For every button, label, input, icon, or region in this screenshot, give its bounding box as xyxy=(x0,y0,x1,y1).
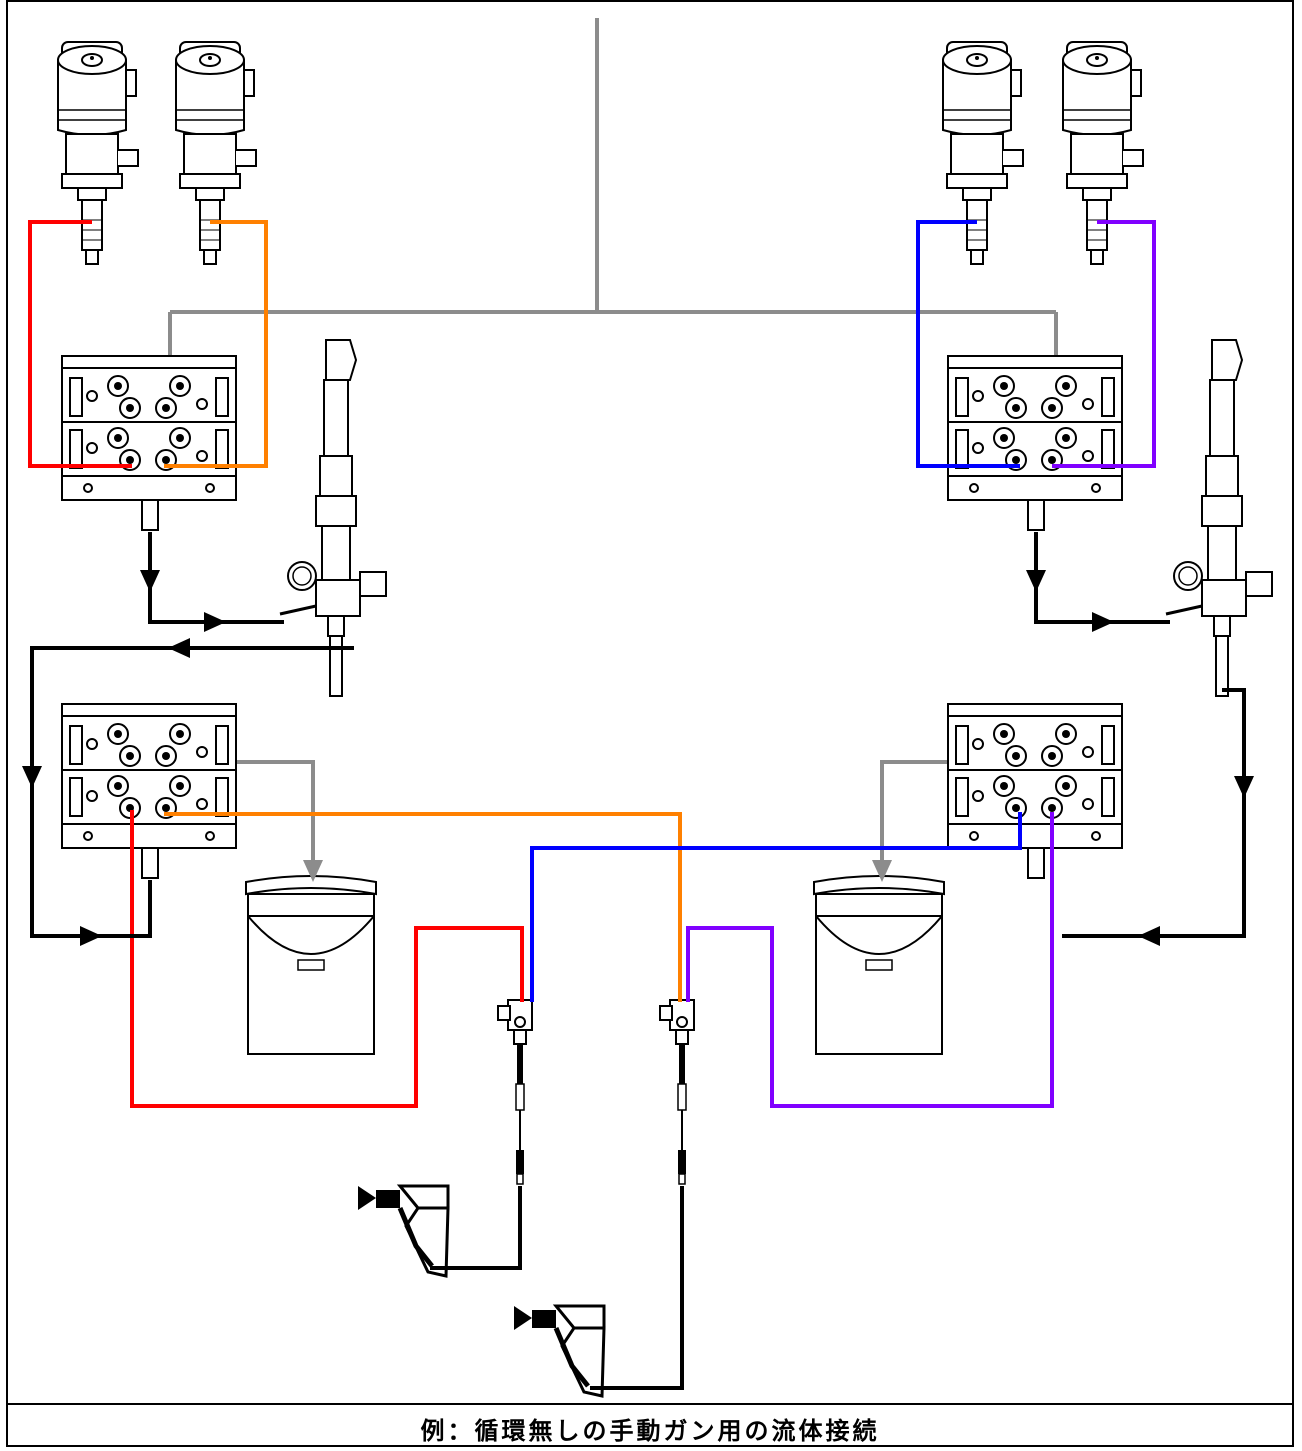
pump-1 xyxy=(57,41,139,265)
orange-line xyxy=(164,220,268,468)
color-change-valve-bottom-left xyxy=(61,703,237,879)
red-line-2 xyxy=(130,810,524,1108)
figure-caption: 例：循環無しの手動ガン用の流体接続 xyxy=(420,1416,880,1445)
blue-line-2 xyxy=(530,812,1022,1002)
black-lines xyxy=(30,532,1246,1390)
pump-4 xyxy=(1062,41,1144,265)
diagram-frame xyxy=(6,0,1294,1447)
gun-manifold-right xyxy=(659,999,695,1185)
color-change-valve-bottom-right xyxy=(947,703,1123,879)
bucket-left xyxy=(245,875,377,1055)
blue-line xyxy=(916,220,1020,468)
regulator-right xyxy=(1164,338,1274,698)
pump-2 xyxy=(175,41,257,265)
purple-line-2 xyxy=(686,812,1054,1108)
pump-3 xyxy=(942,41,1024,265)
caption-box: 例：循環無しの手動ガン用の流体接続 xyxy=(6,1403,1294,1451)
purple-line xyxy=(1052,220,1156,468)
spray-gun-right xyxy=(514,1306,604,1396)
spray-gun-left xyxy=(358,1186,448,1276)
regulator-left xyxy=(278,338,388,698)
gray-lines xyxy=(168,18,1058,880)
bucket-right xyxy=(813,875,945,1055)
color-change-valve-top-left xyxy=(61,355,237,531)
flow-arrows xyxy=(22,570,1254,946)
color-change-valve-top-right xyxy=(947,355,1123,531)
fluid-connection-diagram xyxy=(22,18,1274,1400)
red-line xyxy=(28,220,132,468)
gun-manifold-left xyxy=(497,999,533,1185)
orange-line-2 xyxy=(164,812,682,1002)
